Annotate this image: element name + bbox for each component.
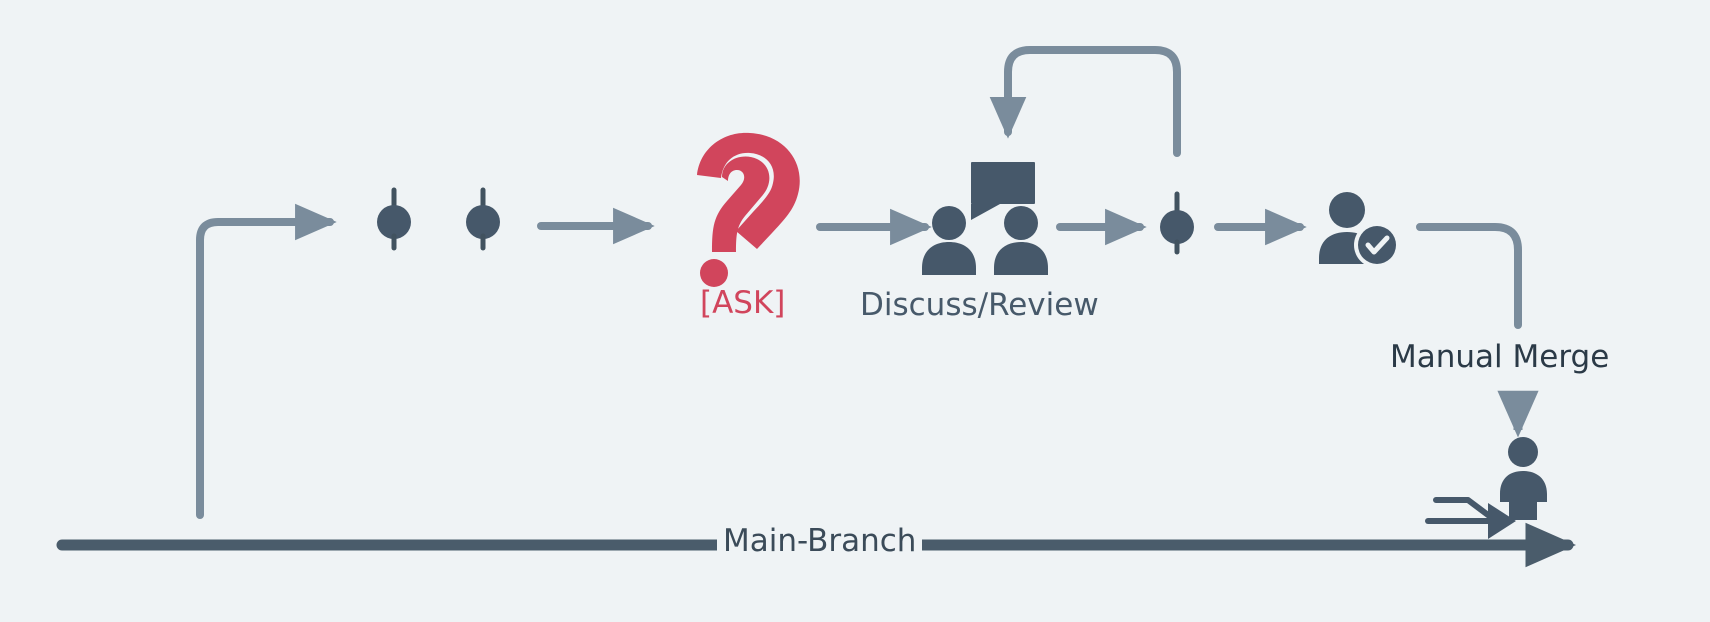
question-mark-hook [712, 156, 770, 252]
commit-circle [466, 205, 500, 239]
commit-dot-1 [377, 187, 411, 251]
merge-arrow-icon [1425, 497, 1516, 539]
merge-arrowhead [1488, 503, 1516, 539]
speech-bubble-body [971, 162, 1035, 204]
merge-upper-branch [1433, 497, 1495, 521]
merge-person-head [1508, 437, 1538, 467]
manual-merge-elbow [1416, 223, 1522, 329]
person-body [922, 242, 976, 275]
person-body [994, 242, 1048, 275]
ask-label: [ASK] [700, 285, 786, 321]
merge-person-body [1500, 471, 1547, 520]
person-merge-icon [1500, 437, 1547, 520]
discuss-review-label: Discuss/Review [860, 287, 1099, 323]
commit-dot-3 [1160, 191, 1194, 255]
branch-out-path [196, 203, 337, 519]
loop-back-edge [989, 46, 1181, 157]
commit-circle [1160, 210, 1194, 244]
question-mark-dot [700, 259, 728, 287]
person-right-icon [994, 206, 1048, 275]
speech-bubble-tail [971, 204, 1000, 220]
commit-circle [377, 205, 411, 239]
manual-merge-label: Manual Merge [1390, 339, 1610, 375]
person-left-icon [922, 206, 976, 275]
main-branch-label: Main-Branch [717, 526, 923, 557]
person-head [1004, 206, 1038, 240]
person-head [932, 206, 966, 240]
branch-out-edge [196, 203, 337, 519]
approver-head [1329, 192, 1365, 228]
check-mark-icon [1365, 235, 1390, 255]
loop-back-path [989, 46, 1181, 157]
manual-merge-edge [1416, 223, 1539, 438]
discuss-review-icon [922, 162, 1048, 275]
question-mark-icon [697, 132, 800, 287]
question-mark-arc [697, 132, 800, 249]
speech-bubble-icon [971, 162, 1035, 220]
commit-dot-2 [466, 187, 500, 251]
check-badge [1358, 226, 1396, 264]
person-check-icon [1319, 192, 1400, 268]
